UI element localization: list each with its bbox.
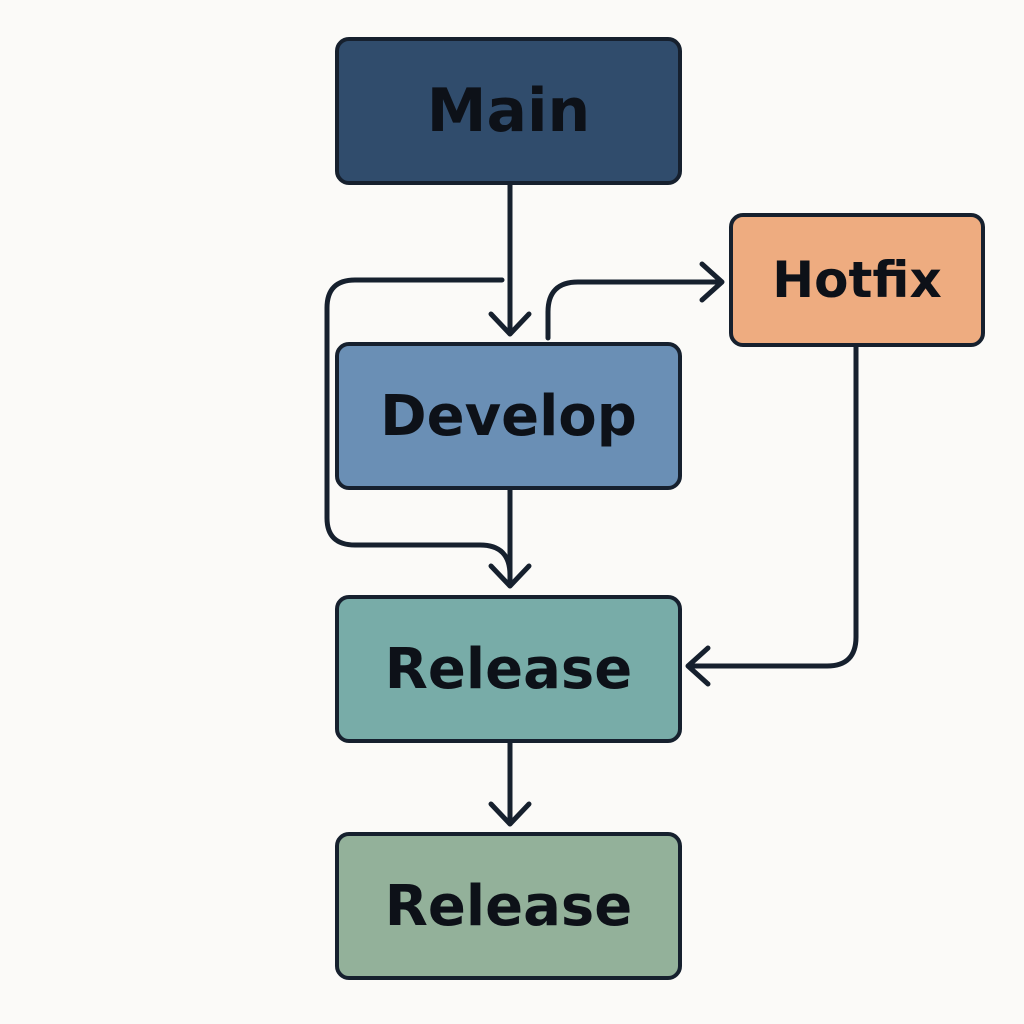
node-release-label: Release — [384, 636, 633, 702]
node-main-label: Main — [426, 76, 591, 146]
arrowhead-release-top — [488, 563, 532, 589]
node-release-2: Release — [335, 832, 682, 980]
node-develop-label: Develop — [380, 383, 637, 449]
node-hotfix: Hotfix — [729, 213, 985, 347]
arrowhead-release-2-top — [488, 801, 532, 827]
arrowhead-release-right — [685, 645, 711, 687]
arrowhead-develop-top — [488, 311, 532, 337]
edge-hotfix-release — [687, 344, 859, 669]
node-develop: Develop — [335, 342, 682, 490]
node-release: Release — [335, 595, 682, 743]
node-main: Main — [335, 37, 682, 185]
edge-develop-hotfix — [545, 279, 723, 341]
edge-main-release — [324, 277, 513, 588]
node-release-2-label: Release — [384, 873, 633, 939]
arrowhead-hotfix-left — [699, 261, 725, 303]
node-hotfix-label: Hotfix — [772, 251, 942, 309]
